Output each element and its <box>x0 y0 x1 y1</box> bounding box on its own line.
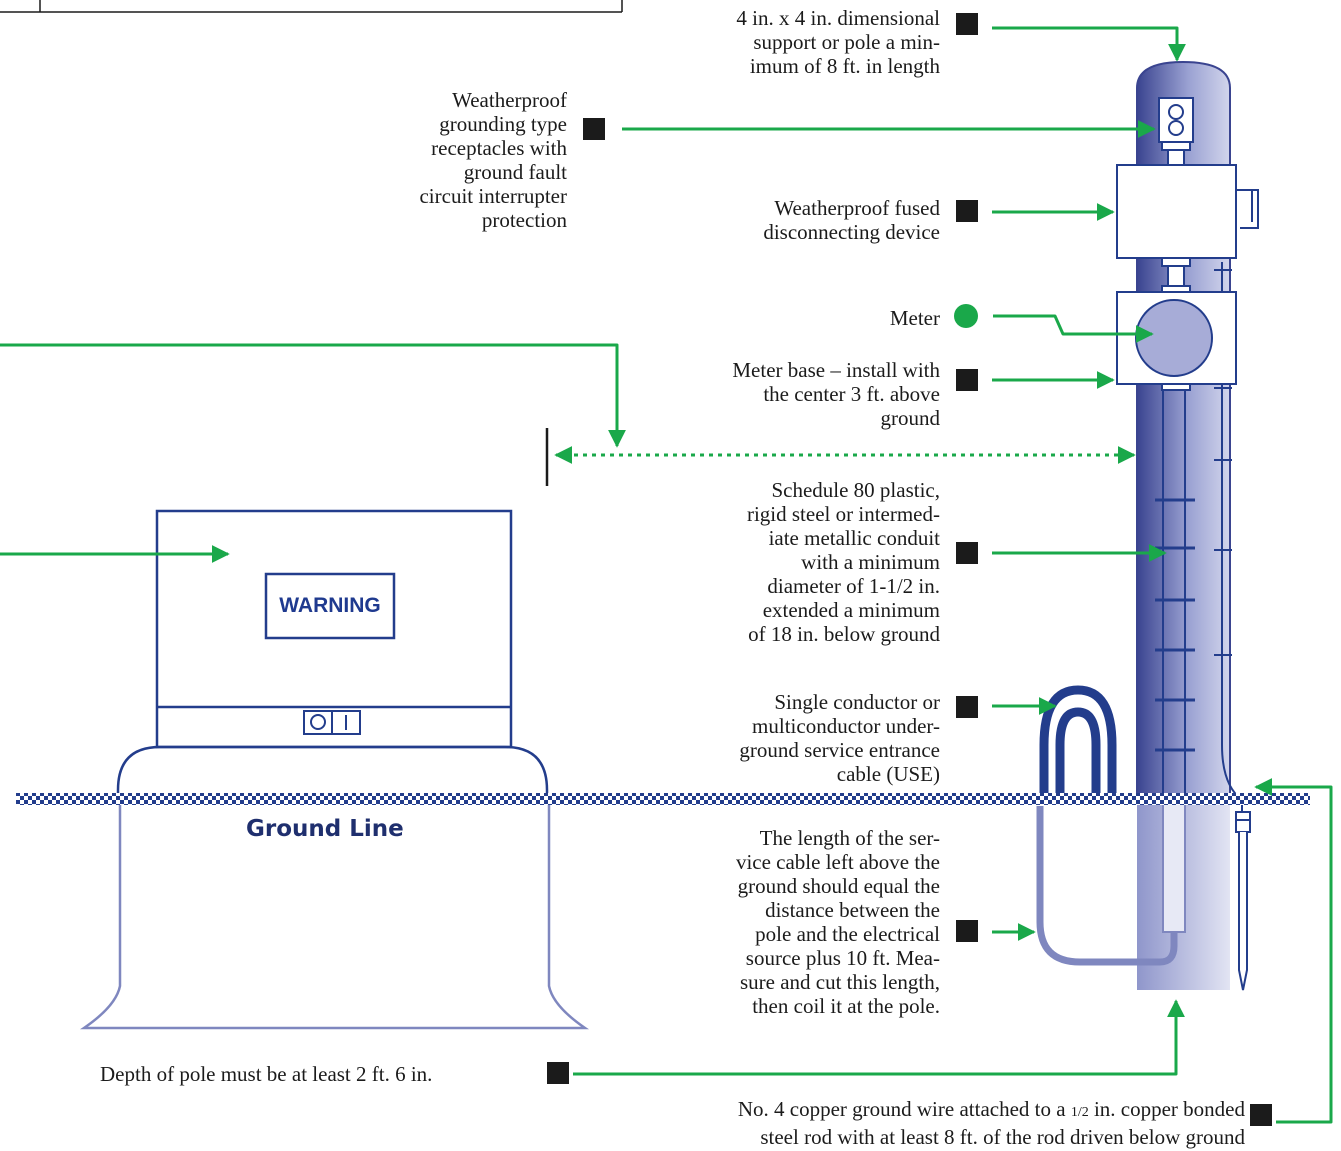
bullet-meter-base <box>956 369 978 391</box>
bullet-ground-wire <box>1250 1104 1272 1126</box>
bullet-disconnect <box>956 200 978 222</box>
ground-line-band <box>16 793 1310 805</box>
warning-sign: WARNING <box>279 594 381 617</box>
bullet-cable <box>956 696 978 718</box>
pole-depth-label: Depth of pole must be at least 2 ft. 6 i… <box>100 1062 433 1086</box>
concrete-pad <box>116 745 549 800</box>
table-fragment <box>0 0 623 13</box>
disconnect-box <box>1116 164 1259 295</box>
bullet-markers <box>547 13 1272 1126</box>
conduit-label: Schedule 80 plastic,rigid steel or inter… <box>746 478 940 646</box>
buried-cable <box>1036 806 1178 966</box>
meter-label: Meter <box>889 306 940 330</box>
cable-coil <box>1039 685 1117 805</box>
source-box <box>155 509 513 749</box>
meter-bullet <box>954 304 978 328</box>
bullet-conduit <box>956 542 978 564</box>
bullet-support <box>956 13 978 35</box>
bullet-cable-length <box>956 920 978 942</box>
ground-wire-label: No. 4 copper ground wire attached to a 1… <box>737 1097 1245 1149</box>
cable-length-label: The length of the ser-vice cable left ab… <box>735 826 940 1018</box>
leader-lines <box>0 26 1333 1124</box>
bullet-pole-depth <box>547 1062 569 1084</box>
ground-line-label: Ground Line <box>246 816 404 842</box>
bullet-receptacles <box>583 118 605 140</box>
meter <box>1135 299 1213 377</box>
ground-rod <box>1235 811 1251 991</box>
pad-footing <box>79 804 590 1030</box>
